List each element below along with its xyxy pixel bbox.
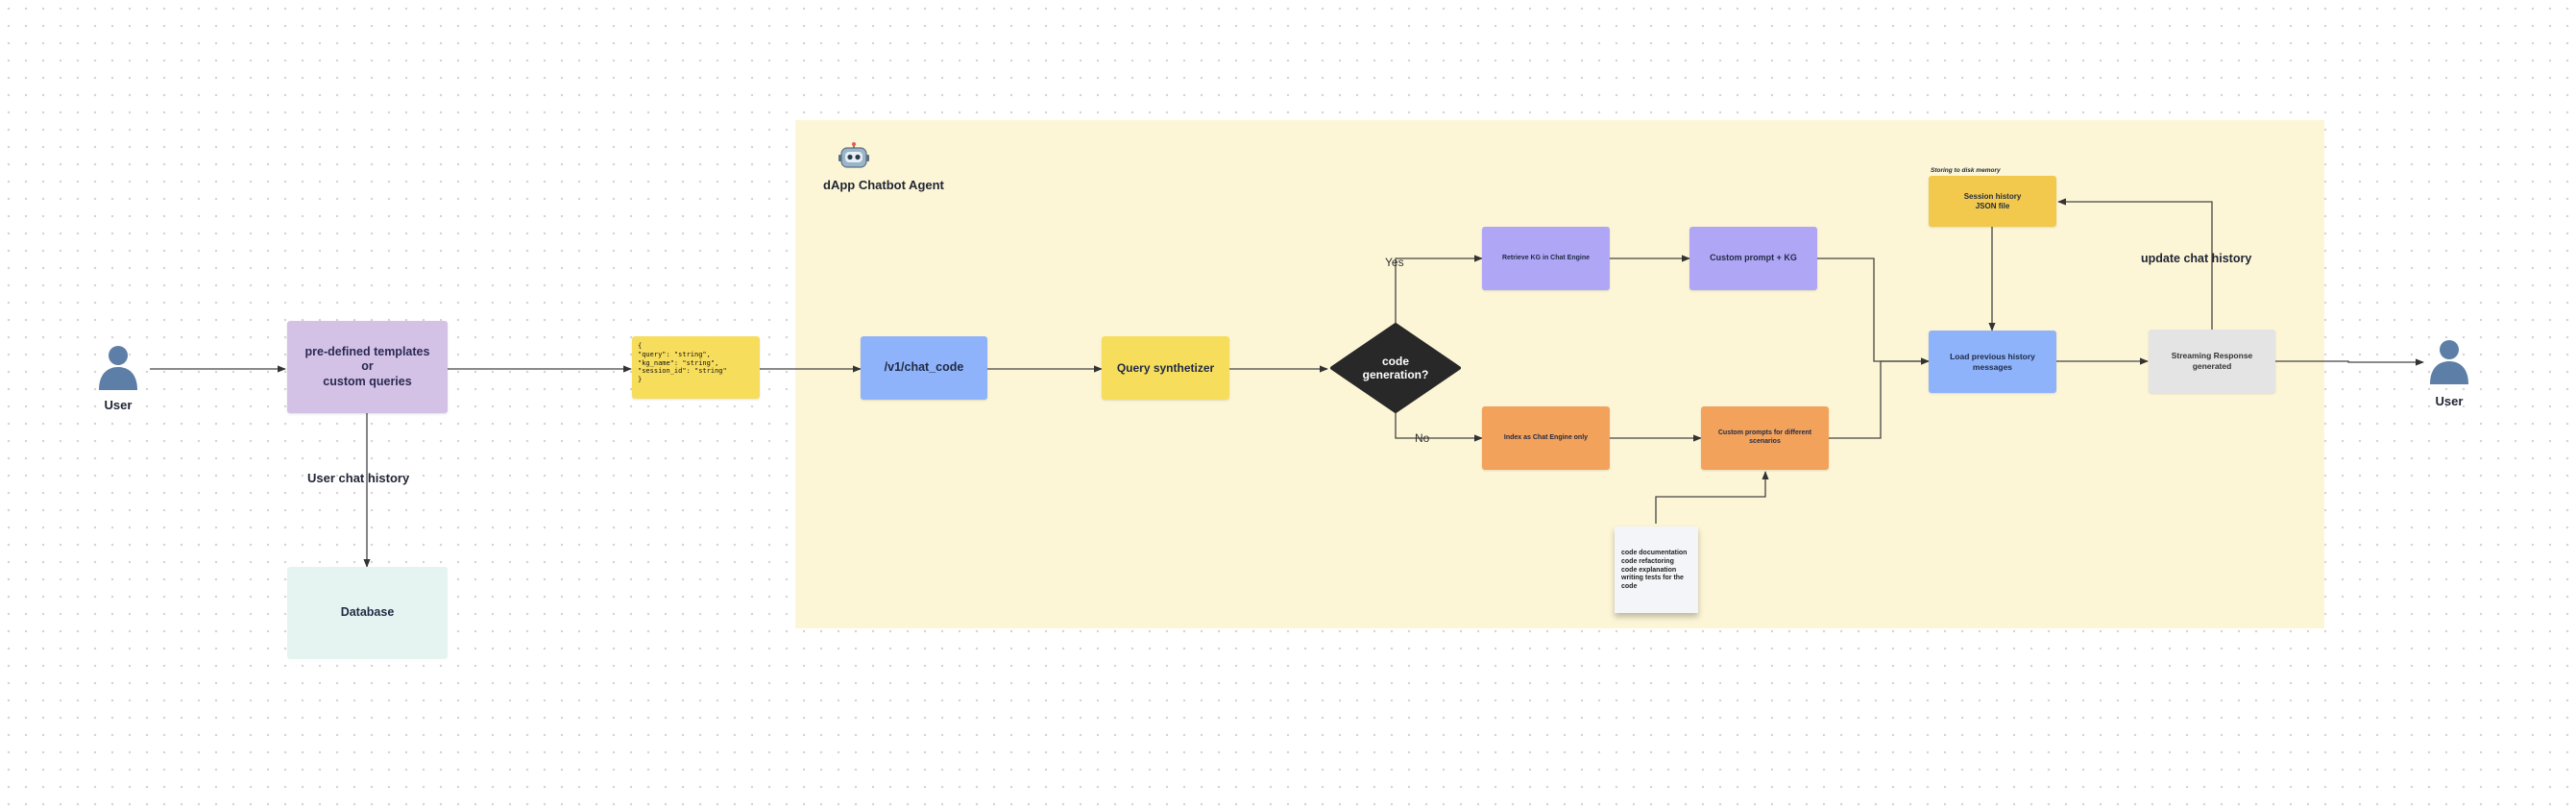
endpoint-node: /v1/chat_code bbox=[861, 336, 987, 400]
retrieve-kg-node: Retrieve KG in Chat Engine bbox=[1482, 227, 1610, 290]
query-synth-node: Query synthetizer bbox=[1102, 336, 1229, 400]
user-left-actor: User bbox=[94, 342, 142, 419]
user-left-label: User bbox=[104, 398, 133, 412]
arrow-decision-yes bbox=[1395, 255, 1483, 325]
arrow-prompts-to-load bbox=[1829, 357, 1930, 439]
storing-memory-label: Storing to disk memory bbox=[1931, 167, 2001, 174]
user-chat-history-label: User chat history bbox=[307, 471, 410, 485]
database-node: Database bbox=[287, 567, 448, 659]
streaming-response-node: Streaming Response generated bbox=[2149, 330, 2275, 393]
arrow-prompt-to-load bbox=[1817, 257, 1930, 365]
templates-node: pre-defined templates or custom queries bbox=[287, 321, 448, 413]
code-generation-decision: code generation? bbox=[1330, 323, 1461, 413]
custom-prompts-node: Custom prompts for different scenarios bbox=[1701, 406, 1829, 470]
json-payload-node: { "query": "string", "kg_name": "string"… bbox=[632, 336, 760, 399]
agent-title: dApp Chatbot Agent bbox=[823, 178, 944, 192]
robot-icon bbox=[838, 142, 869, 168]
user-right-actor: User bbox=[2425, 336, 2473, 413]
arrow-sticky-to-prompts bbox=[1655, 471, 1769, 524]
scenarios-sticky-note: code documentation code refactoring code… bbox=[1615, 527, 1698, 613]
custom-prompt-kg-node: Custom prompt + KG bbox=[1689, 227, 1817, 290]
agent-region bbox=[795, 120, 2324, 628]
session-history-node: Session history JSON file bbox=[1929, 176, 2056, 227]
arrow-streaming-to-user bbox=[2275, 358, 2424, 366]
update-history-label: update chat history bbox=[2141, 252, 2252, 265]
yes-label: Yes bbox=[1385, 256, 1404, 269]
user-avatar-icon bbox=[99, 346, 137, 390]
no-label: No bbox=[1415, 431, 1430, 445]
arrow-decision-no bbox=[1395, 413, 1483, 442]
decision-label: code generation? bbox=[1362, 354, 1429, 381]
load-history-node: Load previous history messages bbox=[1929, 331, 2056, 393]
index-chat-node: Index as Chat Engine only bbox=[1482, 406, 1610, 470]
user-right-label: User bbox=[2435, 394, 2464, 408]
arrow-streaming-to-session bbox=[2057, 198, 2213, 330]
user-avatar-icon bbox=[2430, 340, 2468, 384]
